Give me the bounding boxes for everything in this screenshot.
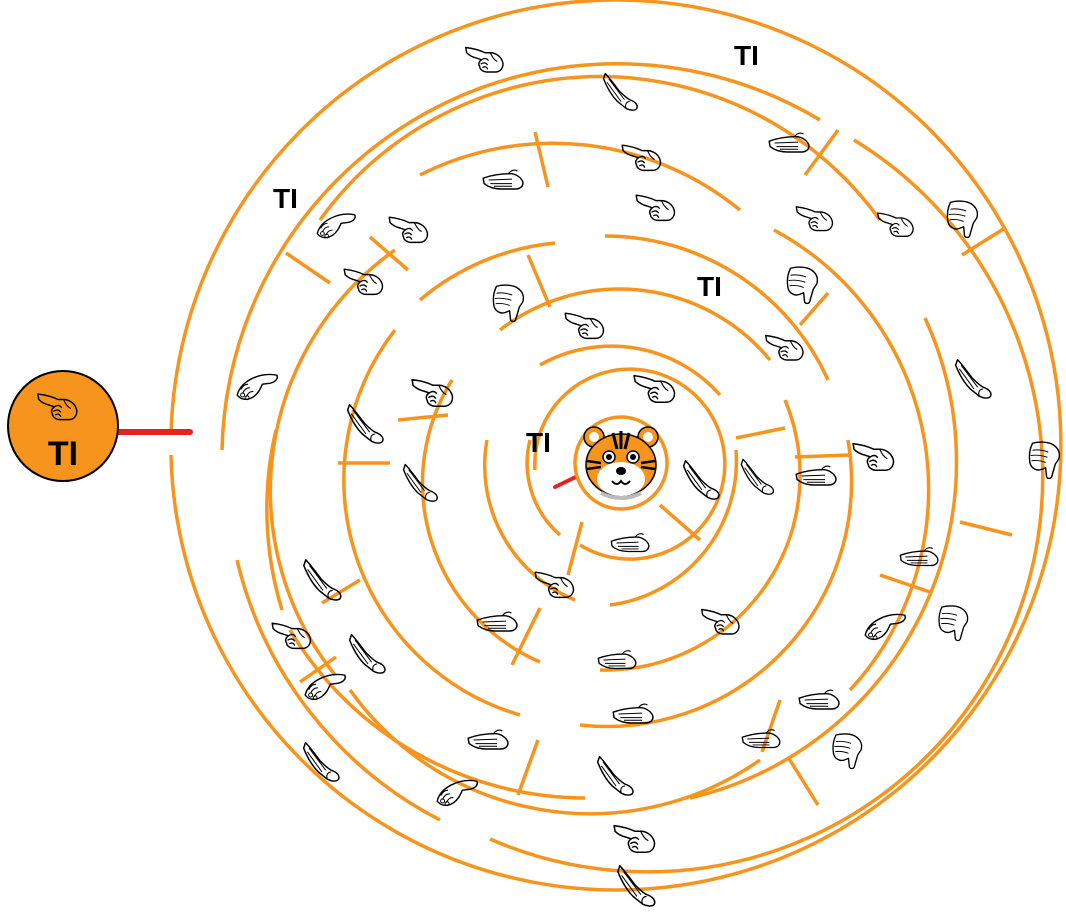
maze-ring-2 bbox=[220, 62, 821, 451]
maze-ring-7b bbox=[609, 449, 739, 607]
maze-label-1: TI bbox=[734, 40, 759, 71]
flat-hand-icon bbox=[798, 689, 840, 710]
maze-label-4: TI bbox=[526, 427, 551, 458]
side-hand-icon bbox=[348, 633, 386, 674]
pointing-hand-icon bbox=[388, 216, 429, 244]
flat-hand-icon bbox=[612, 703, 654, 724]
flat-hand-icon bbox=[482, 169, 524, 190]
side-hand-icon bbox=[740, 458, 775, 495]
pointing-hand-icon bbox=[633, 374, 676, 403]
side-hand-icon bbox=[596, 755, 634, 796]
side-hand-icon bbox=[682, 459, 720, 500]
side-hand-icon bbox=[954, 358, 992, 399]
maze-ring-3 bbox=[318, 74, 882, 222]
maze-ring-8b bbox=[525, 439, 562, 537]
maze-ring-4c bbox=[348, 688, 762, 816]
pointing-hand-icon bbox=[635, 194, 676, 222]
thumb-down-hand-icon bbox=[786, 266, 819, 305]
side-hand-icon bbox=[346, 403, 384, 444]
flat-hand-icon bbox=[899, 546, 939, 567]
maze-ring-2b bbox=[489, 138, 1045, 874]
pointing-hand-icon bbox=[765, 334, 804, 361]
maze-ring-3d bbox=[265, 429, 284, 611]
maze-label-2: TI bbox=[273, 183, 298, 214]
start-badge[interactable]: TI bbox=[7, 370, 119, 482]
maze-ring-5 bbox=[604, 234, 830, 381]
thumb-down-hand-icon bbox=[938, 605, 969, 642]
pointing-hand-icon bbox=[876, 212, 914, 238]
start-label: TI bbox=[48, 435, 78, 473]
flat-hand-icon bbox=[741, 728, 781, 749]
pointing-hand-icon bbox=[613, 824, 656, 853]
pointing-hand-icon bbox=[795, 206, 834, 232]
maze-ring-8 bbox=[533, 367, 727, 561]
maze-ring-6c bbox=[420, 379, 541, 664]
pointing-hand-icon bbox=[534, 571, 575, 599]
maze-ring-4b bbox=[773, 228, 931, 692]
maze-ring-7 bbox=[539, 344, 722, 397]
pointing-hand-icon bbox=[852, 442, 895, 472]
thumb-down-hand-icon bbox=[832, 733, 863, 770]
pointing-hand-icon bbox=[465, 46, 504, 73]
pointing-hand-icon bbox=[564, 312, 605, 340]
maze-ring-4d bbox=[268, 248, 397, 677]
side-hand-icon bbox=[302, 741, 340, 782]
maze-ring-7c bbox=[483, 439, 576, 602]
pinch-hand-icon bbox=[436, 779, 479, 807]
maze-ring-2c bbox=[235, 559, 441, 822]
maze-label-3: TI bbox=[697, 271, 722, 302]
maze-ring-4 bbox=[419, 141, 742, 212]
maze-ring-5c bbox=[342, 328, 521, 717]
maze-ring-1 bbox=[169, 0, 1063, 892]
maze-ring-5d bbox=[418, 241, 556, 302]
flat-hand-icon bbox=[476, 611, 518, 632]
thumb-down-hand-icon bbox=[946, 200, 979, 239]
flat-hand-icon bbox=[467, 729, 509, 750]
pinch-hand-icon bbox=[236, 373, 279, 401]
side-hand-icon bbox=[402, 463, 438, 502]
maze-ring-6 bbox=[498, 287, 772, 362]
flat-hand-icon bbox=[610, 532, 650, 553]
flat-hand-icon bbox=[597, 649, 637, 670]
tiger-face-icon bbox=[573, 415, 669, 511]
maze-ring-3b bbox=[689, 317, 959, 800]
flat-hand-icon bbox=[795, 465, 837, 486]
